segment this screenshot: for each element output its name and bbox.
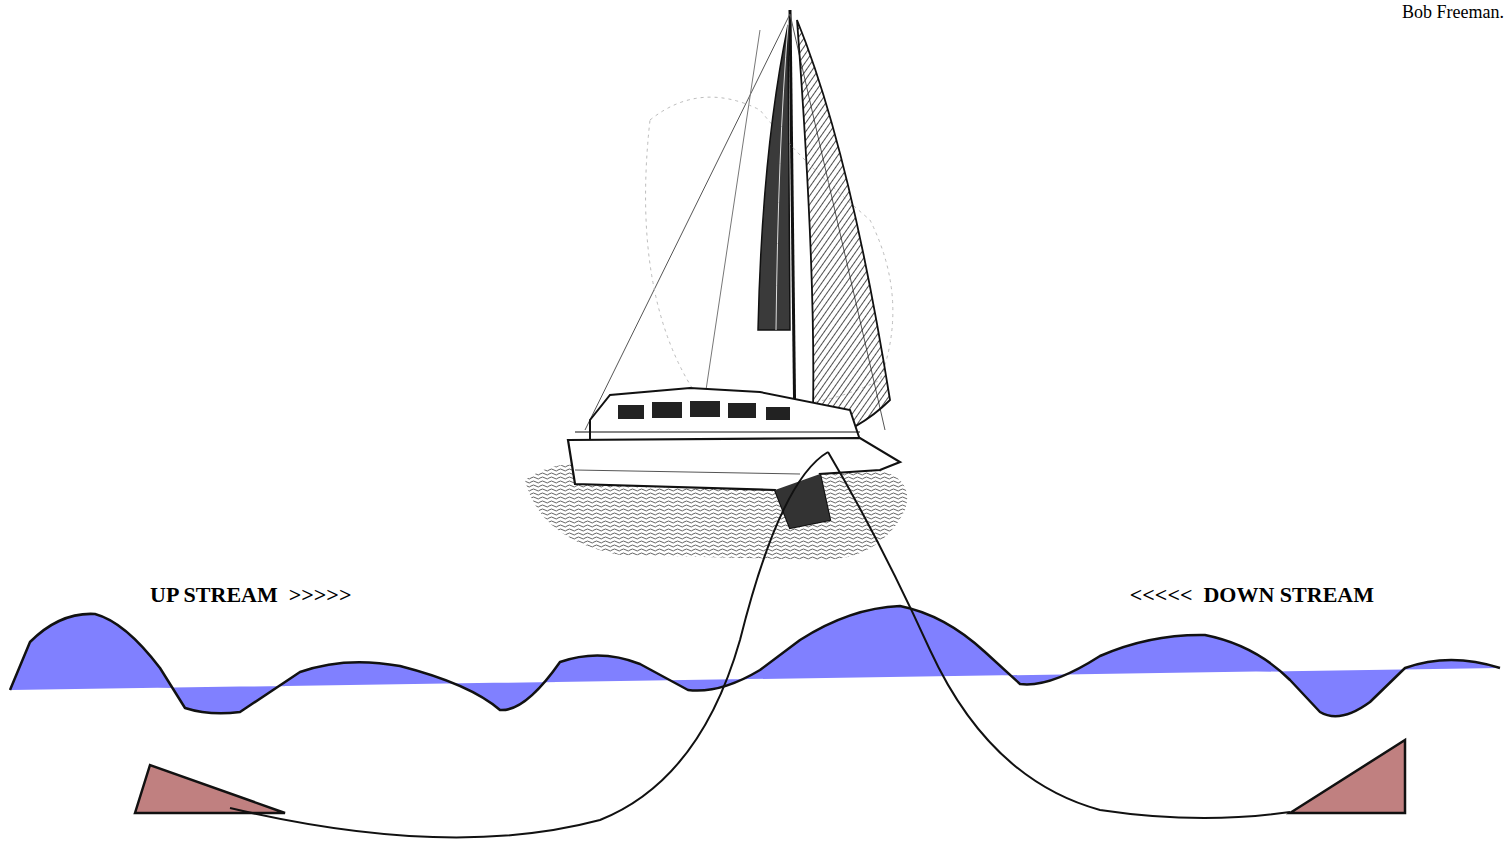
hull-shadow: [775, 474, 830, 528]
downstream-anchor: [1290, 740, 1405, 813]
shroud: [700, 30, 760, 430]
cabin-windows: [618, 401, 790, 420]
hull-line: [575, 470, 800, 474]
downstream-label: <<<<< DOWN STREAM: [1130, 582, 1374, 608]
genoa-sail: [797, 20, 890, 445]
downstream-rode: [828, 452, 1290, 818]
sail-seam: [776, 25, 788, 330]
author-credit: Bob Freeman.: [1402, 2, 1504, 23]
upstream-label: UP STREAM >>>>>: [150, 582, 351, 608]
upstream-anchor: [135, 765, 285, 813]
cabin: [590, 388, 860, 445]
hull: [568, 438, 900, 528]
main-sail: [758, 25, 790, 330]
water: [10, 606, 1500, 716]
upstream-rode: [230, 452, 828, 837]
stay: [585, 14, 790, 430]
mast: [790, 10, 795, 440]
wave-outline: [10, 606, 1500, 716]
rail: [575, 431, 860, 432]
